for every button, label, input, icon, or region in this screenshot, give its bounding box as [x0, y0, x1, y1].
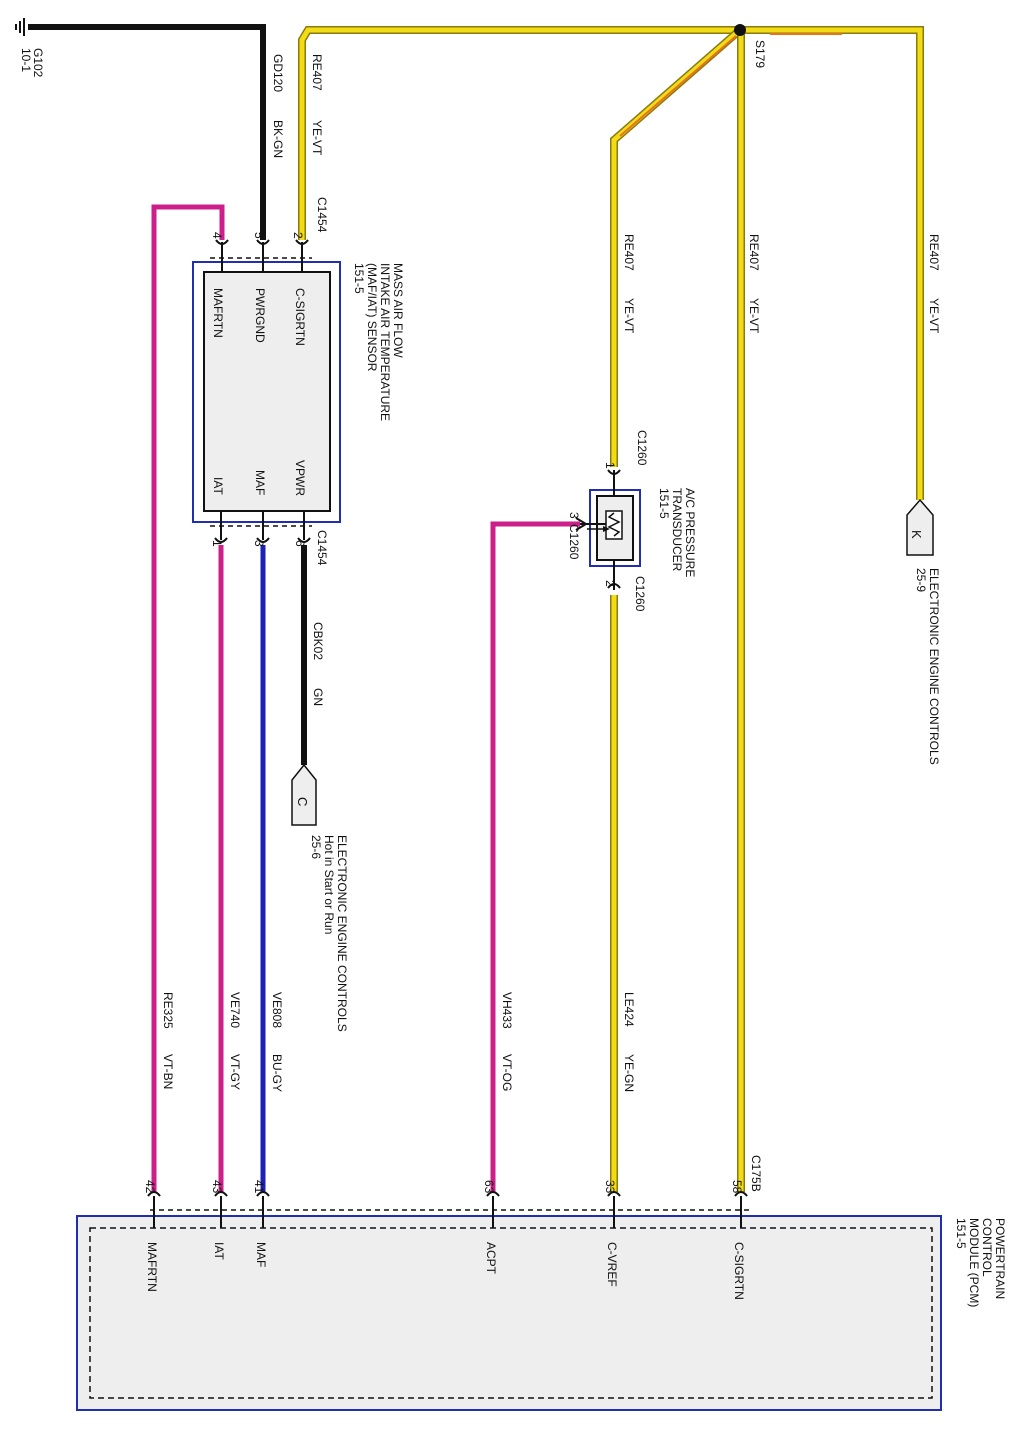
ac-connector-side: C1260	[567, 524, 581, 560]
wire-label-color: VT-OG	[500, 1054, 514, 1091]
pcm-pin-num: 42	[143, 1180, 157, 1194]
pcm-pin-name: C-SIGRTN	[732, 1242, 746, 1300]
maf-pin-name: VPWR	[293, 460, 307, 496]
ref-flag-k-letter: K	[909, 530, 924, 539]
wire-label-circuit: RE407	[747, 234, 761, 271]
wire-label-color: YE-VT	[622, 298, 636, 334]
pcm-title-2: CONTROL	[980, 1218, 994, 1277]
pcm-connector: C175B	[749, 1155, 763, 1192]
pcm-pin-num: 33	[603, 1180, 617, 1194]
ac-pin-3: 3	[567, 512, 581, 519]
maf-pin-num: 1	[210, 540, 224, 547]
maf-connector-bottom: C1454	[315, 530, 329, 566]
ac-pin-2: 2	[603, 580, 617, 587]
ref-c-line-1: ELECTRONIC ENGINE CONTROLS	[335, 835, 349, 1032]
ac-pressure-transducer	[575, 469, 641, 590]
wire-label-circuit: LE424	[622, 992, 636, 1027]
wire-gd120	[28, 24, 266, 240]
ac-pin-1: 1	[603, 462, 617, 469]
wire-label-circuit: RE407	[310, 54, 324, 91]
maf-pin-name: IAT	[211, 477, 225, 495]
pcm-pin-name: ACPT	[484, 1242, 498, 1275]
maf-title-4: 151-5	[352, 263, 366, 294]
splice-label: S179	[753, 40, 767, 68]
wire-label-color: BU-GY	[270, 1054, 284, 1092]
pcm-pin-num: 41	[252, 1180, 266, 1194]
wire-label-circuit: VH433	[500, 992, 514, 1029]
wire-label-color: YE-VT	[927, 298, 941, 334]
ground-symbol	[15, 18, 25, 36]
pcm-pin-num: 63	[482, 1180, 496, 1194]
ac-connector-top: C1260	[635, 430, 649, 466]
pcm-pin-name: IAT	[212, 1242, 226, 1260]
wire-label-color: VT-GY	[228, 1054, 242, 1090]
ref-k-line-1: ELECTRONIC ENGINE CONTROLS	[927, 568, 941, 765]
maf-title-1: MASS AIR FLOW	[391, 263, 405, 358]
pcm-pin-num: 43	[210, 1180, 224, 1194]
pcm-pin-name: MAF	[254, 1242, 268, 1267]
wire-label-circuit: RE407	[622, 234, 636, 271]
wire-label-circuit: VE740	[228, 992, 242, 1028]
ac-connector-bottom: C1260	[633, 576, 647, 612]
maf-pin-num: 2	[291, 232, 305, 239]
ground-id: G102	[31, 48, 45, 78]
ac-title-1: A/C PRESSURE	[683, 488, 697, 577]
wire-label-circuit: VE808	[270, 992, 284, 1028]
maf-pin-num: 4	[210, 232, 224, 239]
pcm-title-3: MODULE (PCM)	[967, 1218, 981, 1307]
wire-re407	[298, 26, 924, 1192]
wire-label-color: BK-GN	[271, 120, 285, 158]
wire-label-color: YE-VT	[747, 298, 761, 334]
maf-pin-num: 5	[252, 232, 266, 239]
wire-label-color: VT-BN	[161, 1054, 175, 1089]
wire-label-circuit: CBK02	[311, 622, 325, 660]
splice-dot	[734, 24, 746, 36]
ac-title-2: TRANSDUCER	[670, 488, 684, 572]
ref-c-line-3: 25-6	[309, 835, 323, 859]
maf-sensor	[192, 239, 341, 543]
ref-flag-c-letter: C	[295, 797, 310, 806]
pcm-module	[76, 1191, 942, 1411]
ref-flag-k	[906, 498, 934, 556]
maf-title-3: (MAF/IAT) SENSOR	[365, 263, 379, 372]
ref-flag-c	[291, 763, 317, 826]
ground-ref: 10-1	[19, 48, 33, 72]
maf-pin-name: MAF	[253, 470, 267, 495]
maf-pin-name: PWRGND	[253, 288, 267, 343]
wire-label-color: YE-VT	[310, 120, 324, 156]
wire-vh433	[490, 521, 580, 1192]
wire-label-color: GN	[311, 688, 325, 706]
pcm-title-1: POWERTRAIN	[993, 1218, 1007, 1299]
pcm-pin-num: 58	[730, 1180, 744, 1194]
maf-connector-top: C1454	[315, 197, 329, 233]
wire-label-circuit: GD120	[271, 54, 285, 92]
wire-label-circuit: RE407	[927, 234, 941, 271]
maf-pin-num: 6	[293, 540, 307, 547]
maf-pin-num: 3	[252, 540, 266, 547]
wire-re325	[151, 204, 225, 1192]
wire-label-color: YE-GN	[622, 1054, 636, 1092]
maf-pin-name: MAFRTN	[211, 288, 225, 338]
maf-pin-name: C-SIGRTN	[293, 288, 307, 346]
ref-c-line-2: Hot in Start or Run	[322, 835, 336, 934]
wire-label-circuit: RE325	[161, 992, 175, 1029]
ref-k-line-2: 25-9	[914, 568, 928, 592]
pcm-pin-name: C-VREF	[605, 1242, 619, 1287]
maf-title-2: INTAKE AIR TEMPERATURE	[378, 263, 392, 421]
ac-title-3: 151-5	[657, 488, 671, 519]
pcm-title-4: 151-5	[954, 1218, 968, 1249]
pcm-pin-name: MAFRTN	[145, 1242, 159, 1292]
